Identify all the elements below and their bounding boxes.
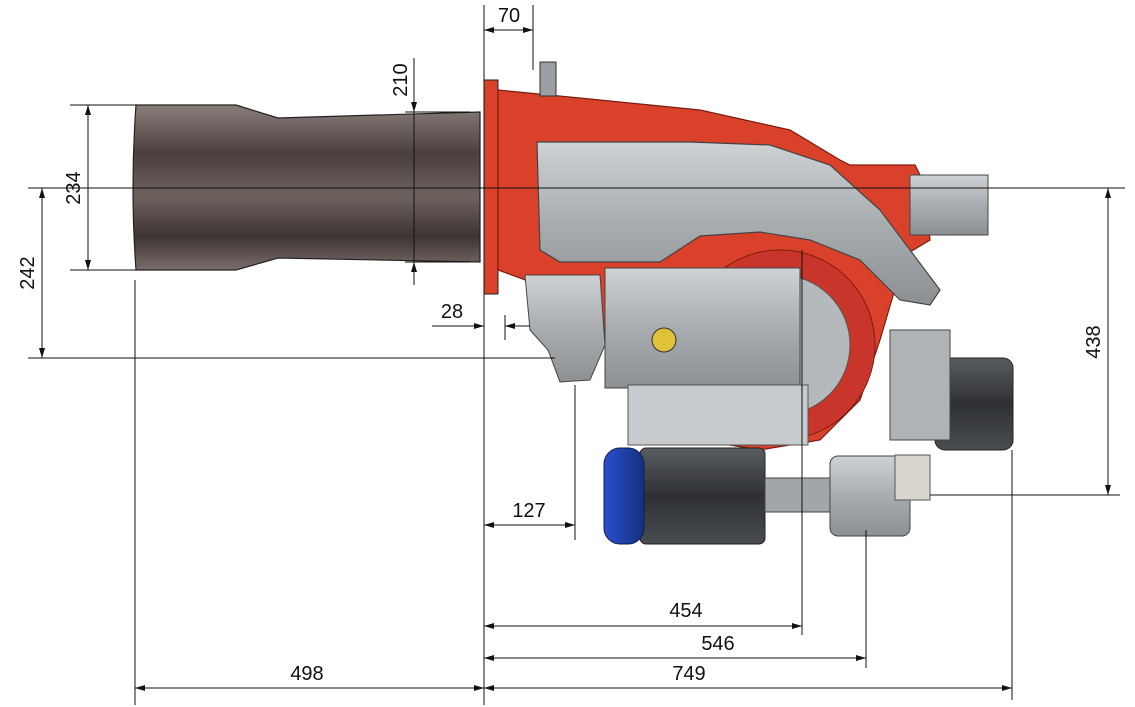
pressure-switch bbox=[539, 61, 557, 97]
dim-210-label: 210 bbox=[390, 63, 412, 96]
dim-28-label: 28 bbox=[441, 301, 463, 323]
reference-lines bbox=[28, 5, 1125, 705]
gas-inlet-elbow bbox=[524, 274, 606, 383]
dim-438-label: 438 bbox=[1083, 325, 1105, 358]
motor-end-cap bbox=[603, 447, 645, 545]
dim-234-label: 234 bbox=[63, 171, 85, 204]
dimension-lines bbox=[39, 27, 1111, 691]
gas-valve bbox=[604, 267, 801, 389]
dimension-labels: 70 210 234 242 28 127 454 546 498 749 43… bbox=[17, 5, 1105, 685]
dim-498-label: 498 bbox=[290, 663, 323, 685]
electric-motor bbox=[639, 447, 766, 545]
air-box bbox=[536, 141, 941, 306]
dim-546-label: 546 bbox=[701, 633, 734, 655]
dim-454-label: 454 bbox=[669, 600, 702, 622]
lower-frame bbox=[627, 384, 809, 446]
control-box bbox=[909, 174, 989, 236]
pump-shaft bbox=[764, 477, 836, 513]
dim-70-label: 70 bbox=[498, 5, 520, 27]
burner-illustration bbox=[132, 61, 1014, 545]
dim-127-label: 127 bbox=[512, 500, 545, 522]
valve-indicator bbox=[651, 327, 677, 353]
mounting-flange bbox=[483, 79, 499, 295]
dim-242-label: 242 bbox=[17, 256, 39, 289]
dim-749-label: 749 bbox=[672, 663, 705, 685]
